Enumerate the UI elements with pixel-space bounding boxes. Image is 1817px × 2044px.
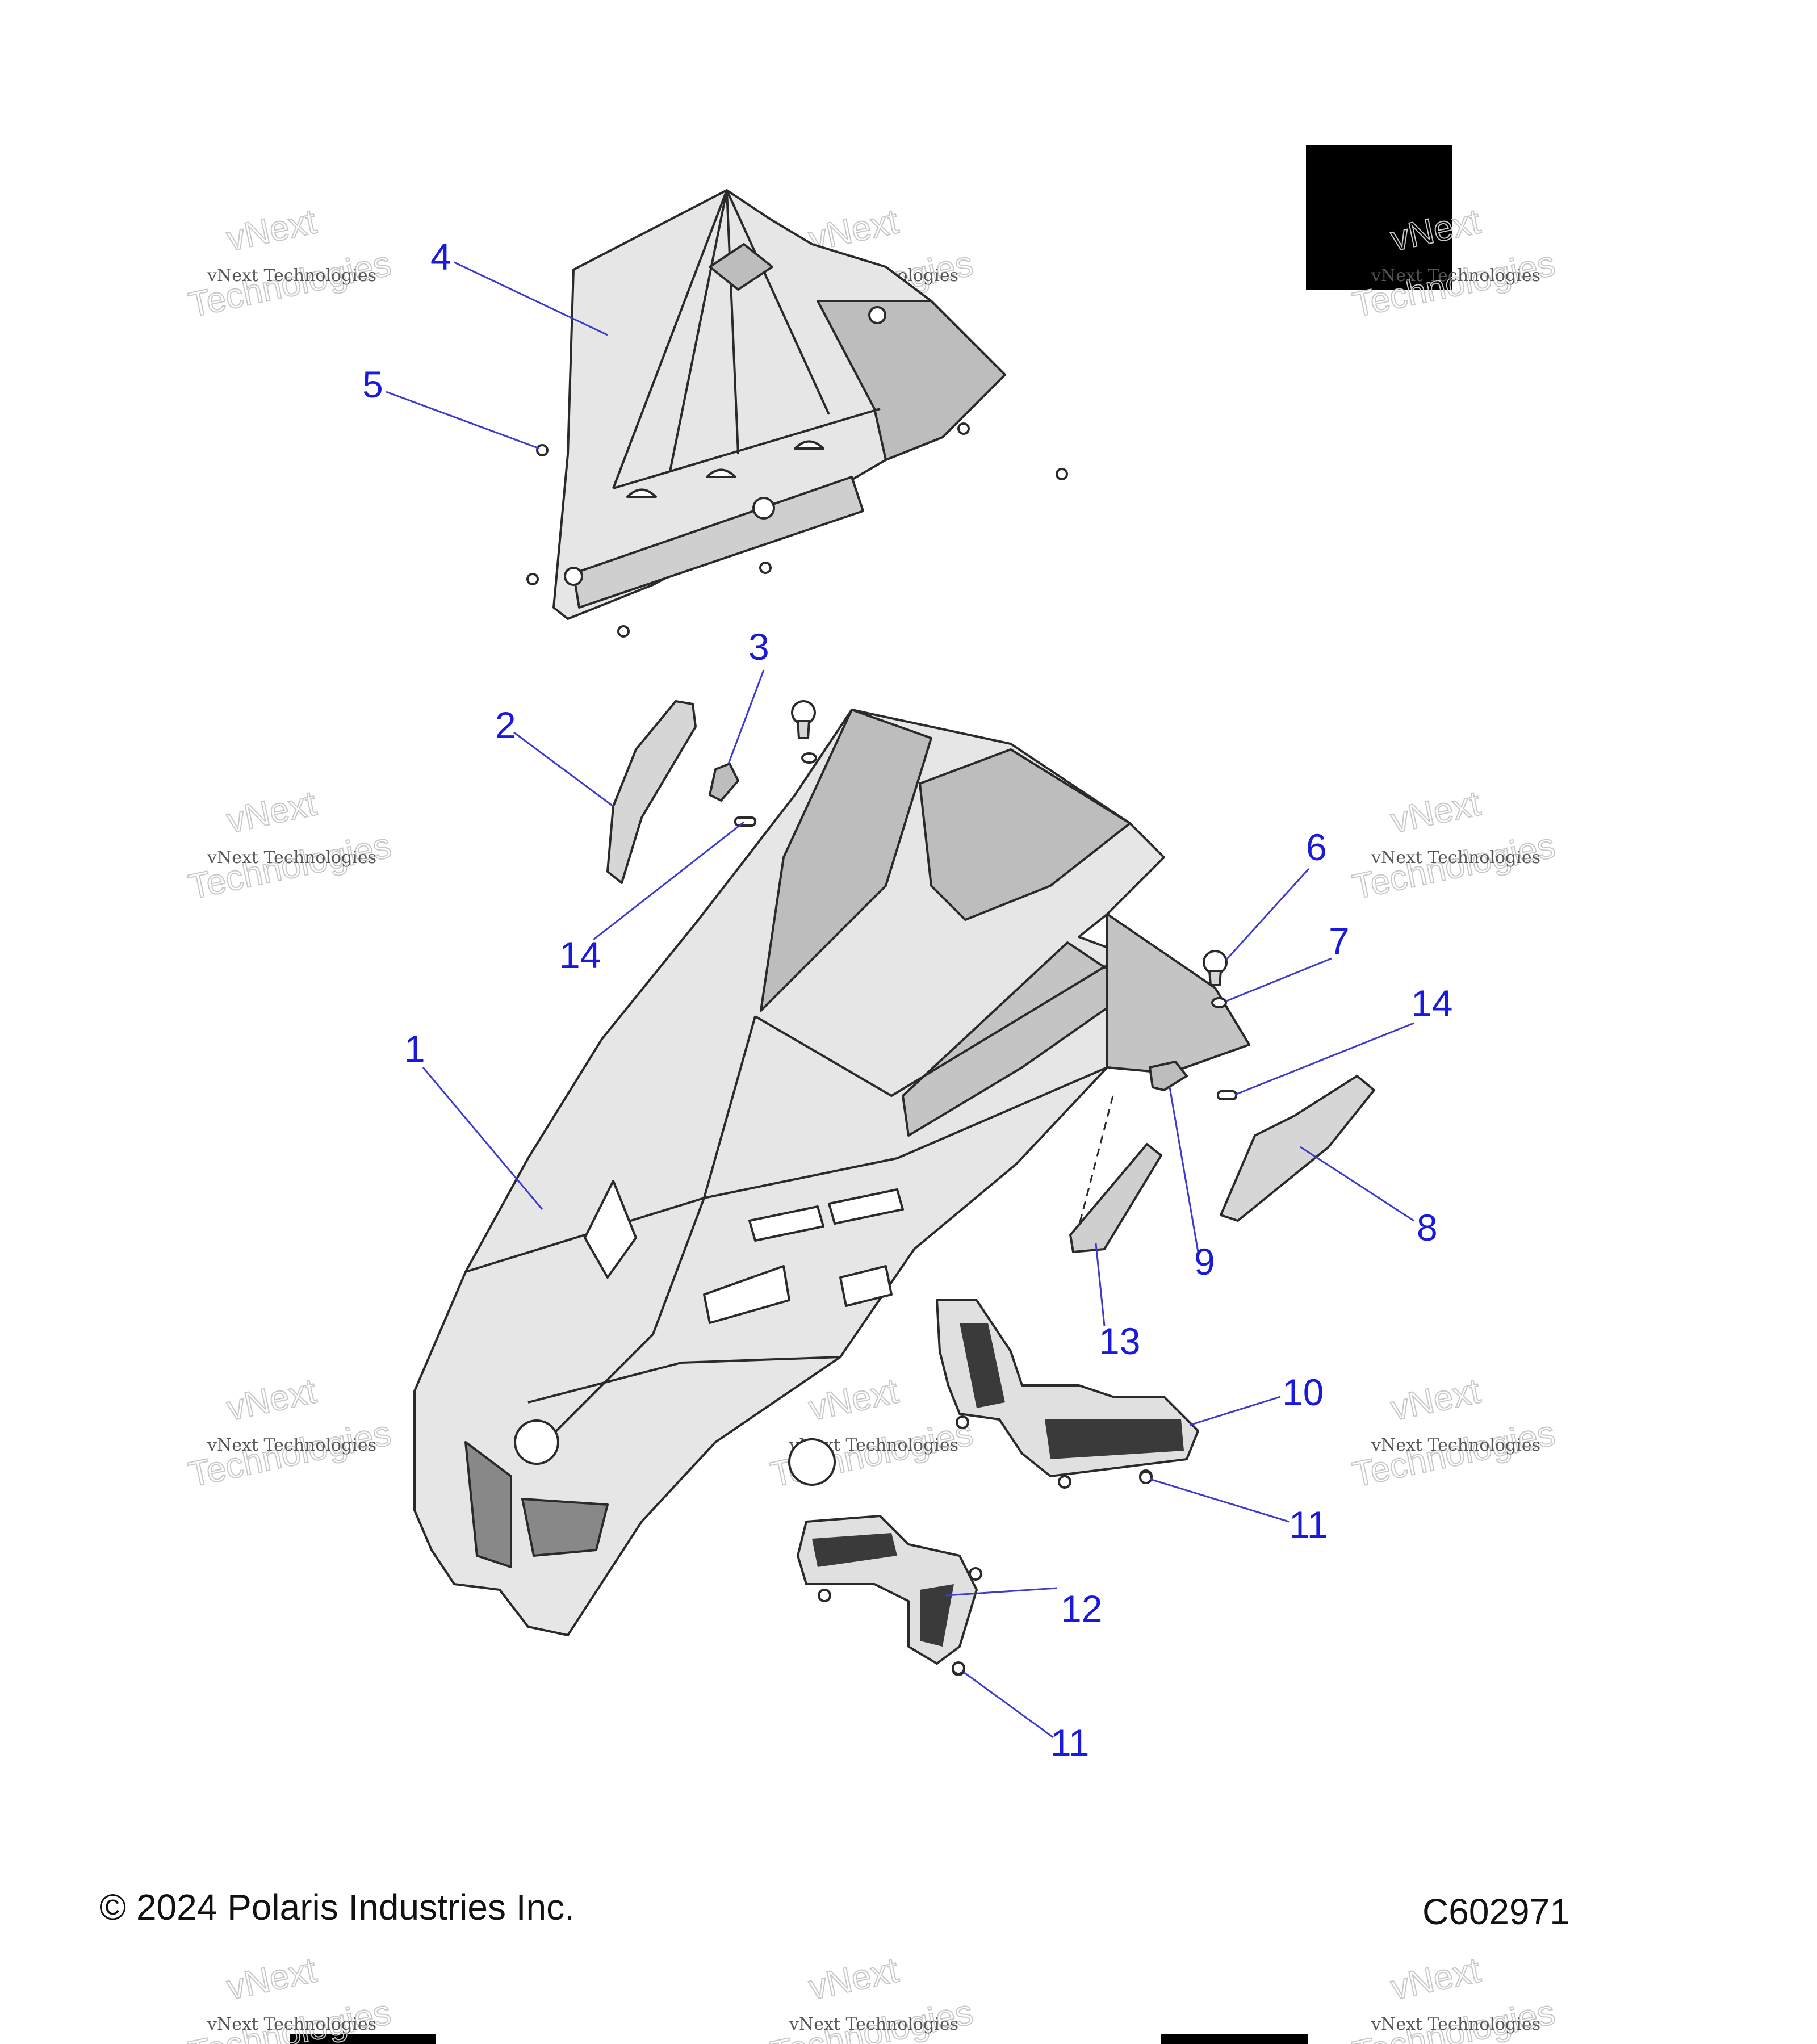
callout-label-5: 5 (362, 363, 383, 405)
leader-line-1 (422, 1067, 543, 1210)
leader-line-2 (513, 731, 614, 807)
callout-label-14: 14 (559, 934, 601, 976)
part-washer-right (1211, 997, 1227, 1008)
callout-label-2: 2 (495, 704, 516, 746)
watermark-large-word: vNext (1388, 1371, 1484, 1428)
part-washer-11b (952, 1661, 965, 1675)
watermark-large-word: vNext (224, 784, 320, 840)
leader-line-8 (1300, 1146, 1414, 1222)
watermark-large-word: vNext (224, 202, 320, 258)
callout-label-11: 11 (1289, 1503, 1328, 1545)
leader-line-10 (1189, 1396, 1281, 1426)
callout-label-14: 14 (1411, 982, 1452, 1024)
callout-label-12: 12 (1061, 1588, 1102, 1630)
leader-line-12 (945, 1587, 1058, 1597)
leader-lines (386, 261, 1414, 1739)
part-washer-11a (1139, 1471, 1153, 1484)
watermark-large-word: vNext (806, 1371, 902, 1428)
callout-label-3: 3 (748, 626, 769, 668)
leader-line-7 (1226, 957, 1332, 1002)
watermark-text: vNext Technologies (207, 848, 376, 868)
part-grommet-left (791, 700, 817, 764)
callout-label-7: 7 (1329, 920, 1350, 962)
watermark-text: vNext Technologies (1371, 848, 1540, 868)
black-block-top-right (1306, 145, 1452, 290)
watermark-text: vNext Technologies (1371, 266, 1540, 286)
watermark-large-word: vNext (1388, 784, 1484, 840)
part-strip (1069, 1143, 1162, 1253)
watermark-text: vNext Technologies (207, 2014, 376, 2034)
callout-label-1: 1 (404, 1028, 425, 1070)
leader-line-11 (1149, 1478, 1290, 1523)
watermark-text: vNext Technologies (1371, 1435, 1540, 1455)
part-pin-left (734, 816, 756, 827)
strip-dashed-line (1078, 1095, 1114, 1227)
windshield-screws (526, 422, 1068, 638)
part-pin-right (1217, 1090, 1237, 1100)
watermark-text: vNext Technologies (207, 266, 376, 286)
watermark-text: vNext Technologies (789, 2014, 958, 2034)
leader-line-5 (386, 391, 540, 450)
callout-label-9: 9 (1194, 1241, 1215, 1283)
watermark-large-word: vNext (224, 1371, 320, 1428)
watermark-text: vNext Technologies (207, 1435, 376, 1455)
part-clip (709, 763, 739, 802)
leader-line-13 (1095, 1243, 1106, 1326)
callout-label-11: 11 (1050, 1722, 1090, 1764)
leader-line-14 (593, 821, 744, 941)
callout-label-6: 6 (1306, 826, 1327, 868)
leader-line-6 (1225, 868, 1310, 961)
leader-line-4 (454, 261, 608, 336)
watermark-large-word: vNext (806, 1950, 902, 2007)
watermark-large-word: vNext (1388, 1950, 1484, 2007)
part-badge-upper (936, 1299, 1199, 1489)
leader-line-9 (1169, 1087, 1199, 1253)
callout-label-13: 13 (1099, 1320, 1140, 1362)
part-badge-lower (797, 1515, 982, 1676)
copyright-text: © 2024 Polaris Industries Inc. (99, 1887, 575, 1928)
diagram-code: C602971 (1422, 1891, 1570, 1932)
callout-label-4: 4 (430, 236, 451, 278)
part-hood (413, 709, 1250, 1636)
part-grommet-right (1203, 950, 1228, 986)
watermark-text: vNext Technologies (1371, 2014, 1540, 2034)
callout-label-8: 8 (1417, 1207, 1438, 1249)
part-clip-right (1149, 1061, 1188, 1091)
part-side-panel-left (606, 700, 697, 884)
black-block-bottom-right (1161, 2034, 1308, 2044)
leader-line-14 (1234, 1022, 1414, 1096)
leader-line-3 (727, 669, 765, 764)
callout-label-10: 10 (1282, 1371, 1324, 1413)
watermark-large-word: vNext (224, 1950, 320, 2007)
black-block-bottom-left (290, 2034, 436, 2044)
part-side-panel-right (1220, 1075, 1375, 1222)
part-windshield (552, 189, 1006, 620)
leader-line-11 (963, 1671, 1054, 1739)
